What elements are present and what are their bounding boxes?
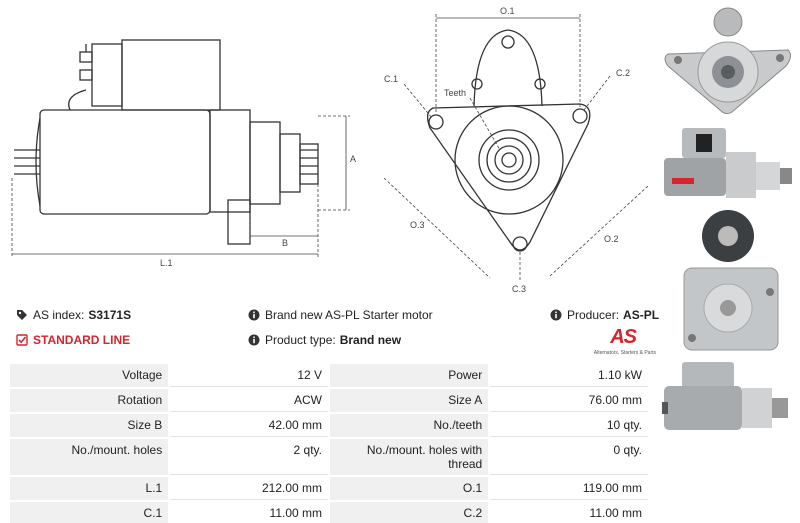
tag-icon <box>17 310 27 320</box>
logo-tagline: Alternators, Starters & Parts <box>593 350 656 356</box>
producer-row: Producer: AS-PL <box>550 308 659 322</box>
table-row: Size B 42.00 mm No./teeth 10 qty. <box>10 414 648 437</box>
as-index-value: S3171S <box>88 308 132 322</box>
spec-key: O.1 <box>330 477 489 500</box>
spec-key: No./mount. holes with thread <box>330 439 489 475</box>
table-row: Voltage 12 V Power 1.10 kW <box>10 364 648 387</box>
spec-key: Size A <box>330 389 489 412</box>
front-view-dimensions <box>383 14 649 280</box>
dim-label-teeth: Teeth <box>444 88 466 98</box>
product-type-row: Product type: Brand new <box>248 333 401 347</box>
spec-value: 0 qty. <box>490 439 648 475</box>
dim-label-o2: O.2 <box>604 234 619 244</box>
dim-label-b: B <box>282 238 288 248</box>
table-row: C.1 11.00 mm C.2 11.00 mm <box>10 502 648 523</box>
table-row: Rotation ACW Size A 76.00 mm <box>10 389 648 412</box>
table-row: No./mount. holes 2 qty. No./mount. holes… <box>10 439 648 475</box>
standard-line-row: STANDARD LINE <box>16 333 130 347</box>
dim-label-o3: O.3 <box>410 220 425 230</box>
info-icon <box>248 334 260 346</box>
spec-value: 11.00 mm <box>170 502 328 523</box>
spec-value: 42.00 mm <box>170 414 328 437</box>
dim-label-o1: O.1 <box>500 6 515 16</box>
dim-label-l1: L.1 <box>160 258 173 268</box>
product-photo-side <box>662 122 794 204</box>
as-index-row: AS index: S3171S <box>16 308 131 322</box>
as-pl-logo: AS Alternators, Starters & Parts <box>586 326 656 360</box>
front-view-drawing <box>426 29 591 252</box>
table-row: L.1 212.00 mm O.1 119.00 mm <box>10 477 648 500</box>
producer-label: Producer: <box>567 308 620 322</box>
description-row: Brand new AS-PL Starter motor <box>248 308 433 322</box>
info-icon <box>248 309 260 321</box>
dim-label-a: A <box>350 154 356 164</box>
specs-table: Voltage 12 V Power 1.10 kW Rotation ACW … <box>8 362 650 523</box>
side-view-drawing <box>14 39 319 245</box>
description-text: Brand new AS-PL Starter motor <box>265 308 433 322</box>
spec-value: 2 qty. <box>170 439 328 475</box>
check-square-icon <box>16 334 28 346</box>
spec-key: No./teeth <box>330 414 489 437</box>
spec-key: Voltage <box>10 364 169 387</box>
spec-value: 76.00 mm <box>490 389 648 412</box>
spec-value: 10 qty. <box>490 414 648 437</box>
spec-key: L.1 <box>10 477 169 500</box>
spec-value: 212.00 mm <box>170 477 328 500</box>
spec-key: C.2 <box>330 502 489 523</box>
info-icon <box>550 309 562 321</box>
product-type-label: Product type: <box>265 333 336 347</box>
spec-key: Power <box>330 364 489 387</box>
dim-label-c3: C.3 <box>512 284 526 294</box>
dim-label-c1: C.1 <box>384 74 398 84</box>
spec-value: ACW <box>170 389 328 412</box>
product-photo-front <box>662 4 794 116</box>
side-view-dimensions <box>11 115 350 258</box>
spec-value: 1.10 kW <box>490 364 648 387</box>
standard-line-label: STANDARD LINE <box>33 333 131 347</box>
spec-key: C.1 <box>10 502 169 523</box>
spec-value: 119.00 mm <box>490 477 648 500</box>
dim-label-c2: C.2 <box>616 68 630 78</box>
spec-value: 12 V <box>170 364 328 387</box>
product-photo-rear <box>662 208 794 356</box>
logo-mark: AS <box>610 326 637 348</box>
spec-key: No./mount. holes <box>10 439 169 475</box>
spec-key: Rotation <box>10 389 169 412</box>
product-type-value: Brand new <box>339 333 402 347</box>
product-photo-side-angle <box>662 360 794 438</box>
as-index-label: AS index: <box>33 308 85 322</box>
producer-value: AS-PL <box>623 308 660 322</box>
spec-value: 11.00 mm <box>490 502 648 523</box>
spec-key: Size B <box>10 414 169 437</box>
technical-diagrams: A B L.1 O.1 O.3 O.2 C.1 C.2 C.3 Teeth <box>11 6 649 294</box>
